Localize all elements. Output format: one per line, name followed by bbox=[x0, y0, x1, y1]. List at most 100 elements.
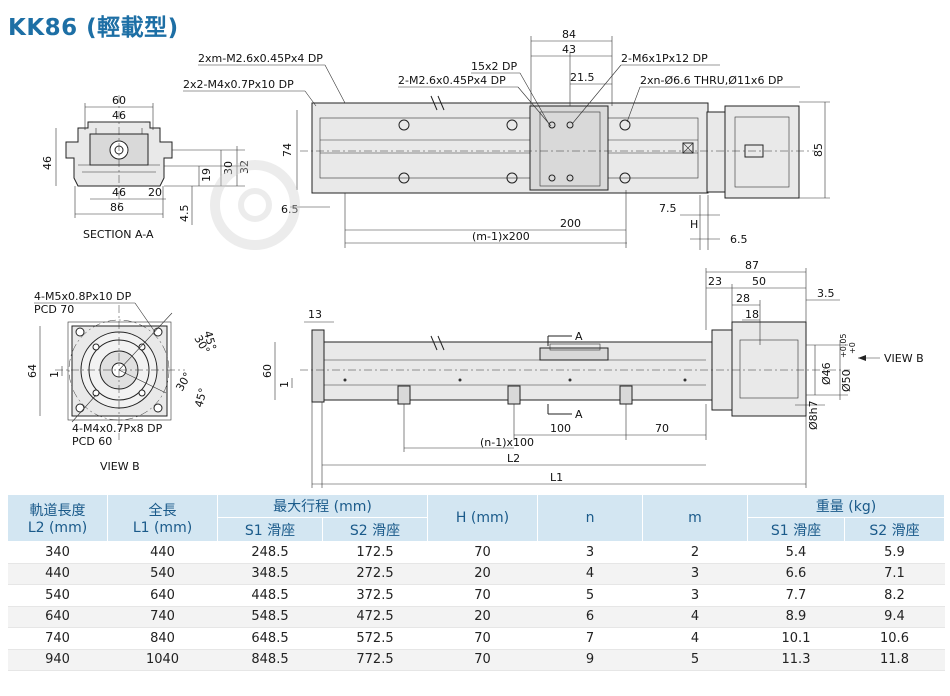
header-weight-s2: S2 滑座 bbox=[844, 517, 945, 542]
table-cell: 6 bbox=[537, 606, 643, 628]
table-cell: 10.6 bbox=[844, 627, 945, 650]
dim-text: 87 bbox=[745, 259, 759, 272]
table-cell: 472.5 bbox=[322, 606, 428, 628]
table-cell: 7.7 bbox=[747, 584, 845, 607]
dim-text: 200 bbox=[560, 217, 581, 230]
section-marker: A bbox=[575, 330, 583, 343]
table-cell: 1040 bbox=[107, 649, 218, 671]
dim-text: 84 bbox=[562, 28, 576, 41]
dim-text: 100 bbox=[550, 422, 571, 435]
angle-text: 45° bbox=[192, 387, 210, 409]
dim-text: L1 bbox=[550, 471, 563, 484]
note-text: 2x2-M4x0.7Px10 DP bbox=[183, 78, 294, 91]
dim-text: 85 bbox=[812, 143, 825, 157]
dim-text: 32 bbox=[238, 160, 251, 174]
note-text: 2xn-Ø6.6 THRU,Ø11x6 DP bbox=[640, 74, 783, 87]
table-cell: 5.4 bbox=[747, 541, 845, 564]
page-title: KK86 (輕載型) bbox=[8, 15, 179, 41]
table-cell: 5 bbox=[642, 649, 748, 671]
table-cell: 740 bbox=[107, 606, 218, 628]
dim-text: 70 bbox=[655, 422, 669, 435]
table-cell: 7.1 bbox=[844, 563, 945, 585]
table-cell: 10.1 bbox=[747, 627, 845, 650]
header-stroke-s2: S2 滑座 bbox=[322, 517, 428, 542]
view-b-label: VIEW B bbox=[100, 460, 140, 473]
table-cell: 340 bbox=[7, 541, 108, 564]
table-cell: 2 bbox=[642, 541, 748, 564]
dim-text: 60 bbox=[261, 364, 274, 378]
note-text: 2xm-M2.6x0.45Px4 DP bbox=[198, 52, 323, 65]
dim-text: +0.05 bbox=[839, 333, 848, 358]
table-cell: 740 bbox=[7, 627, 108, 650]
table-cell: 440 bbox=[7, 563, 108, 585]
header-weight: 重量 (kg) bbox=[747, 494, 945, 518]
dim-text: 28 bbox=[736, 292, 750, 305]
dim-text: Ø8h7 bbox=[807, 400, 820, 430]
dim-text: 64 bbox=[26, 364, 39, 378]
header-stroke: 最大行程 (mm) bbox=[217, 494, 428, 518]
table-cell: 5 bbox=[537, 584, 643, 607]
side-view: A A 13 60 1 87 23 50 28 18 3.5 Ø46 Ø50 +… bbox=[261, 259, 924, 488]
table-cell: 548.5 bbox=[217, 606, 323, 628]
table-cell: 5.9 bbox=[844, 541, 945, 564]
dim-text: Ø46 bbox=[820, 362, 833, 385]
table-cell: 11.8 bbox=[844, 649, 945, 671]
table-cell: 11.3 bbox=[747, 649, 845, 671]
header-weight-s1: S1 滑座 bbox=[747, 517, 845, 542]
table-cell: 3 bbox=[642, 563, 748, 585]
dim-text: 18 bbox=[745, 308, 759, 321]
dim-text: 30 bbox=[222, 161, 235, 175]
note-text: 2-M6x1Px12 DP bbox=[621, 52, 708, 65]
section-a-a: 60 46 46 20 86 46 19 30 32 4.5 SECTION A… bbox=[41, 94, 251, 241]
table-cell: 3 bbox=[537, 541, 643, 564]
table-cell: 70 bbox=[427, 649, 538, 671]
table-cell: 8.2 bbox=[844, 584, 945, 607]
table-cell: 3 bbox=[642, 584, 748, 607]
dim-text: 3.5 bbox=[817, 287, 835, 300]
table-cell: 448.5 bbox=[217, 584, 323, 607]
note-text: 2-M2.6x0.45Px4 DP bbox=[398, 74, 506, 87]
dim-text: 4.5 bbox=[178, 205, 191, 223]
table-cell: 640 bbox=[7, 606, 108, 628]
table-cell: 348.5 bbox=[217, 563, 323, 585]
dim-text: 19 bbox=[200, 168, 213, 182]
table-cell: 540 bbox=[7, 584, 108, 607]
table-cell: 648.5 bbox=[217, 627, 323, 650]
note-text: 4-M5x0.8Px10 DP bbox=[34, 290, 132, 303]
table-cell: 440 bbox=[107, 541, 218, 564]
table-cell: 840 bbox=[107, 627, 218, 650]
table-cell: 7 bbox=[537, 627, 643, 650]
dim-text: 20 bbox=[148, 186, 162, 199]
header-m: m bbox=[642, 494, 748, 542]
table-cell: 940 bbox=[7, 649, 108, 671]
dim-text: 7.5 bbox=[659, 202, 677, 215]
header-stroke-s1: S1 滑座 bbox=[217, 517, 323, 542]
header-n: n bbox=[537, 494, 643, 542]
table-cell: 4 bbox=[537, 563, 643, 585]
dim-text: L2 bbox=[507, 452, 520, 465]
dim-text: 86 bbox=[110, 201, 124, 214]
dim-text: (n-1)x100 bbox=[480, 436, 534, 449]
angle-text: 45° bbox=[201, 329, 219, 351]
table-cell: 8.9 bbox=[747, 606, 845, 628]
dim-text: 46 bbox=[112, 186, 126, 199]
table-cell: 272.5 bbox=[322, 563, 428, 585]
table-cell: 640 bbox=[107, 584, 218, 607]
dim-text: 6.5 bbox=[730, 233, 748, 246]
table-cell: 20 bbox=[427, 563, 538, 585]
dim-text: 23 bbox=[708, 275, 722, 288]
watermark bbox=[210, 160, 300, 250]
table-cell: 70 bbox=[427, 627, 538, 650]
table-cell: 6.6 bbox=[747, 563, 845, 585]
table-cell: 9 bbox=[537, 649, 643, 671]
dim-text: 74 bbox=[281, 143, 294, 157]
table-cell: 9.4 bbox=[844, 606, 945, 628]
header-h: H (mm) bbox=[427, 494, 538, 542]
